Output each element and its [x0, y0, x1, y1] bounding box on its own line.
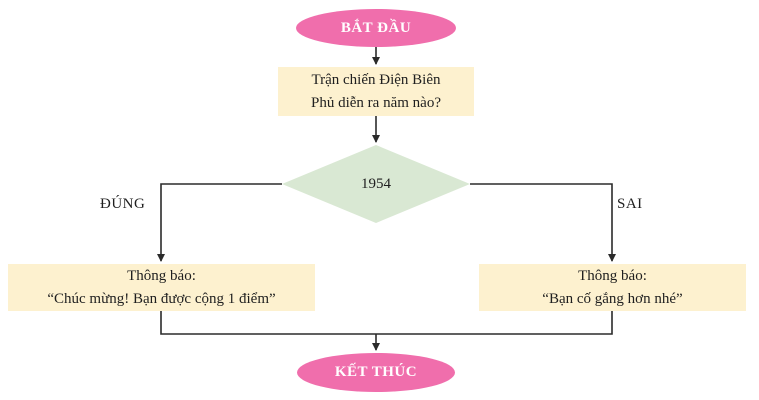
end-node: KẾT THÚC: [297, 353, 455, 392]
start-node: BẮT ĐẦU: [296, 9, 456, 47]
result-false-line1: Thông báo:: [578, 268, 647, 284]
result-false-node: Thông báo: “Bạn cố gắng hơn nhé”: [479, 264, 746, 311]
decision-node: 1954: [282, 145, 470, 223]
result-true-node: Thông báo: “Chúc mừng! Bạn được cộng 1 đ…: [8, 264, 315, 311]
question-line1: Trận chiến Điện Biên: [311, 72, 441, 88]
branch-true-label: ĐÚNG: [100, 196, 146, 212]
start-label: BẮT ĐẦU: [340, 19, 412, 36]
edge-true-merge: [160, 311, 376, 335]
result-true-line2: “Chúc mừng! Bạn được cộng 1 điểm”: [47, 290, 276, 307]
question-node: Trận chiến Điện Biên Phủ diễn ra năm nào…: [278, 67, 474, 116]
edge-false-merge: [376, 311, 613, 335]
end-label: KẾT THÚC: [334, 364, 418, 381]
edge-decision-true: [157, 183, 282, 262]
result-false-line2: “Bạn cố gắng hơn nhé”: [542, 290, 683, 307]
result-true-line1: Thông báo:: [127, 268, 196, 284]
decision-label: 1954: [361, 175, 391, 192]
branch-false-label: SAI: [617, 196, 643, 212]
question-line2: Phủ diễn ra năm nào?: [311, 94, 441, 111]
edge-decision-false: [470, 183, 616, 262]
